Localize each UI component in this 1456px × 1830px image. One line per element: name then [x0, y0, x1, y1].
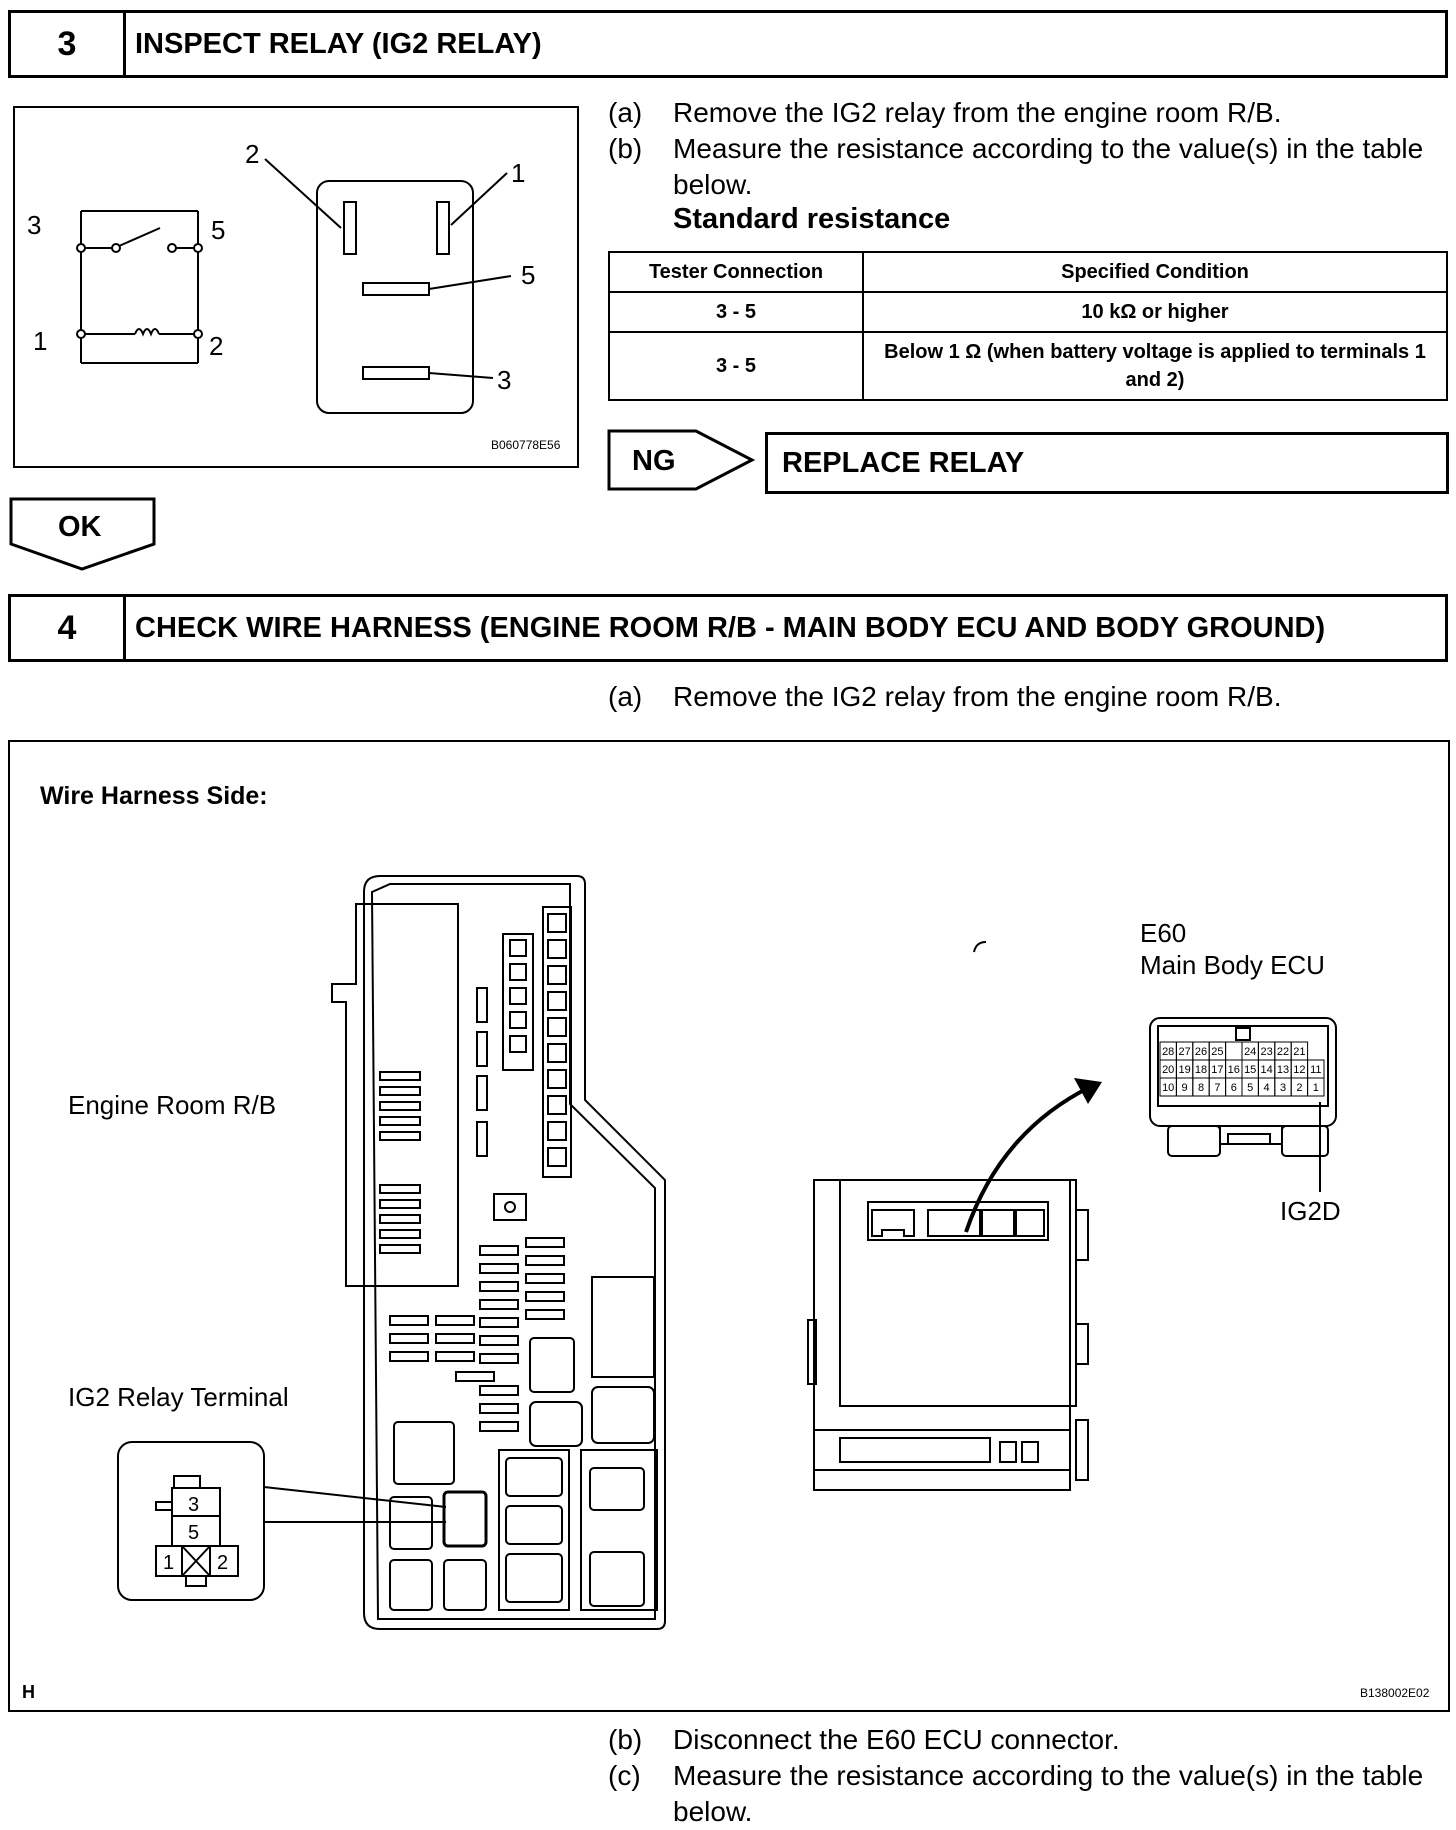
- ok-label: OK: [58, 511, 102, 543]
- ecu-pin-number: 24: [1244, 1046, 1256, 1058]
- figure-id: B060778E56: [491, 438, 561, 452]
- step-label: (b): [608, 1724, 643, 1755]
- step-label: (a): [608, 97, 643, 128]
- step-4a: (a) Remove the IG2 relay from the engine…: [608, 679, 1448, 715]
- step-label: (b): [608, 133, 643, 164]
- table-cell: 3 - 5: [608, 291, 864, 333]
- relay-pin-1: 1: [163, 1552, 174, 1574]
- table-cell: Below 1 Ω (when battery voltage is appli…: [862, 331, 1448, 401]
- ecu-pin-number: 17: [1211, 1064, 1223, 1076]
- section-3-header: 3 INSPECT RELAY (IG2 RELAY): [8, 10, 1448, 78]
- table-row: 3 - 5 10 kΩ or higher: [608, 291, 1448, 333]
- table-cell: 10 kΩ or higher: [862, 291, 1448, 333]
- replace-relay-box: REPLACE RELAY: [765, 432, 1449, 494]
- section-4-number: 4: [11, 597, 126, 659]
- ecu-pin-number: 13: [1277, 1064, 1289, 1076]
- ecu-pin-number: 15: [1244, 1064, 1256, 1076]
- ecu-name: Main Body ECU: [1140, 950, 1325, 980]
- harness-diagram: 2827262524232221201918171615141312111098…: [117, 875, 1341, 1630]
- relay-terminal-label: IG2 Relay Terminal: [68, 1382, 289, 1412]
- ecu-pin-number: 1: [1313, 1082, 1319, 1094]
- step-3a: (a) Remove the IG2 relay from the engine…: [608, 95, 1448, 131]
- ecu-pin-number: 9: [1182, 1082, 1188, 1094]
- relay-pin-2: 2: [217, 1552, 228, 1574]
- relay-pin-label-5: 5: [521, 260, 535, 290]
- relay-pin-label-1: 1: [511, 158, 525, 188]
- standard-resistance-heading: Standard resistance: [673, 203, 951, 235]
- column-header: Specified Condition: [862, 251, 1448, 293]
- wire-harness-heading: Wire Harness Side:: [40, 782, 268, 810]
- ecu-pin-number: 14: [1260, 1064, 1272, 1076]
- section-4-header: 4 CHECK WIRE HARNESS (ENGINE ROOM R/B - …: [8, 594, 1448, 662]
- ecu-pin-number: 7: [1214, 1082, 1220, 1094]
- terminal-dot: [76, 243, 86, 253]
- corner-letter: H: [22, 1682, 35, 1702]
- ecu-pin-number: 16: [1228, 1064, 1240, 1076]
- ecu-pin-number: 18: [1195, 1064, 1207, 1076]
- ecu-pin-number: 3: [1280, 1082, 1286, 1094]
- ecu-pin-number: 10: [1162, 1082, 1174, 1094]
- table-cell: 3 - 5: [608, 331, 864, 401]
- ecu-pin-number: 2: [1296, 1082, 1302, 1094]
- relay-pin-label-3: 3: [497, 365, 511, 395]
- step-text: Measure the resistance according to the …: [673, 1760, 1424, 1827]
- relay-diagram: 3 5 1 2 2 1 5 3: [27, 139, 535, 414]
- ecu-pin-cell: [1307, 1077, 1325, 1097]
- ng-arrow: NG: [607, 429, 756, 491]
- step-label: (a): [608, 681, 643, 712]
- resistance-table: Tester Connection Specified Condition 3 …: [608, 251, 1448, 401]
- ecu-pin-number: 4: [1264, 1082, 1270, 1094]
- ok-arrow: OK: [9, 497, 156, 571]
- step-text: Remove the IG2 relay from the engine roo…: [673, 97, 1282, 128]
- pin-label-5: 5: [211, 215, 225, 245]
- ecu-code: E60: [1140, 918, 1186, 948]
- ecu-pin-number: 21: [1293, 1046, 1305, 1058]
- engine-room-label: Engine Room R/B: [68, 1090, 277, 1120]
- column-header: Tester Connection: [608, 251, 864, 293]
- section-4-title: CHECK WIRE HARNESS (ENGINE ROOM R/B - MA…: [135, 611, 1326, 644]
- step-text: Measure the resistance according to the …: [673, 133, 1424, 200]
- relay-figure: 3 5 1 2 2 1 5 3 B060778E56: [13, 106, 579, 468]
- ecu-pin-number: 20: [1162, 1064, 1174, 1076]
- ecu-pin-number: 28: [1162, 1046, 1174, 1058]
- wire-harness-figure: Wire Harness Side: Engine Room R/B IG2 R…: [8, 740, 1450, 1712]
- ecu-pin-number: 25: [1211, 1046, 1223, 1058]
- ecu-pin-number: 22: [1277, 1046, 1289, 1058]
- arrow-head: [1074, 1078, 1102, 1104]
- step-text: Remove the IG2 relay from the engine roo…: [673, 681, 1282, 712]
- ecu-pin-cell: [1225, 1041, 1243, 1061]
- ecu-pin-number: 5: [1247, 1082, 1253, 1094]
- step-4c: (c) Measure the resistance according to …: [608, 1758, 1448, 1827]
- step-4b: (b) Disconnect the E60 ECU connector.: [608, 1722, 1448, 1758]
- table-header-row: Tester Connection Specified Condition: [608, 251, 1448, 293]
- figure-id: B138002E02: [1360, 1686, 1430, 1700]
- relay-pin-label-2: 2: [245, 139, 259, 169]
- ecu-pin-number: 26: [1195, 1046, 1207, 1058]
- ecu-pin-number: 19: [1178, 1064, 1190, 1076]
- pin-label-2: 2: [209, 331, 223, 361]
- pin-label-3: 3: [27, 210, 41, 240]
- table-row: 3 - 5 Below 1 Ω (when battery voltage is…: [608, 331, 1448, 401]
- ng-label: NG: [632, 445, 676, 477]
- section-3-number: 3: [11, 13, 126, 75]
- ecu-pin-label: IG2D: [1280, 1196, 1341, 1226]
- step-label: (c): [608, 1760, 641, 1791]
- step-text: Disconnect the E60 ECU connector.: [673, 1724, 1120, 1755]
- ecu-pin-number: 27: [1178, 1046, 1190, 1058]
- section-3-title: INSPECT RELAY (IG2 RELAY): [135, 27, 542, 60]
- ecu-pin-number: 23: [1260, 1046, 1272, 1058]
- ecu-pin-number: 12: [1293, 1064, 1305, 1076]
- relay-pin-5: 5: [188, 1522, 199, 1544]
- ecu-pin-number: 8: [1198, 1082, 1204, 1094]
- step-3b: (b) Measure the resistance according to …: [608, 131, 1448, 203]
- pin-label-1: 1: [33, 326, 47, 356]
- ecu-pin-number: 11: [1310, 1064, 1321, 1076]
- relay-pin-3: 3: [188, 1494, 199, 1516]
- ecu-pin-number: 6: [1231, 1082, 1237, 1094]
